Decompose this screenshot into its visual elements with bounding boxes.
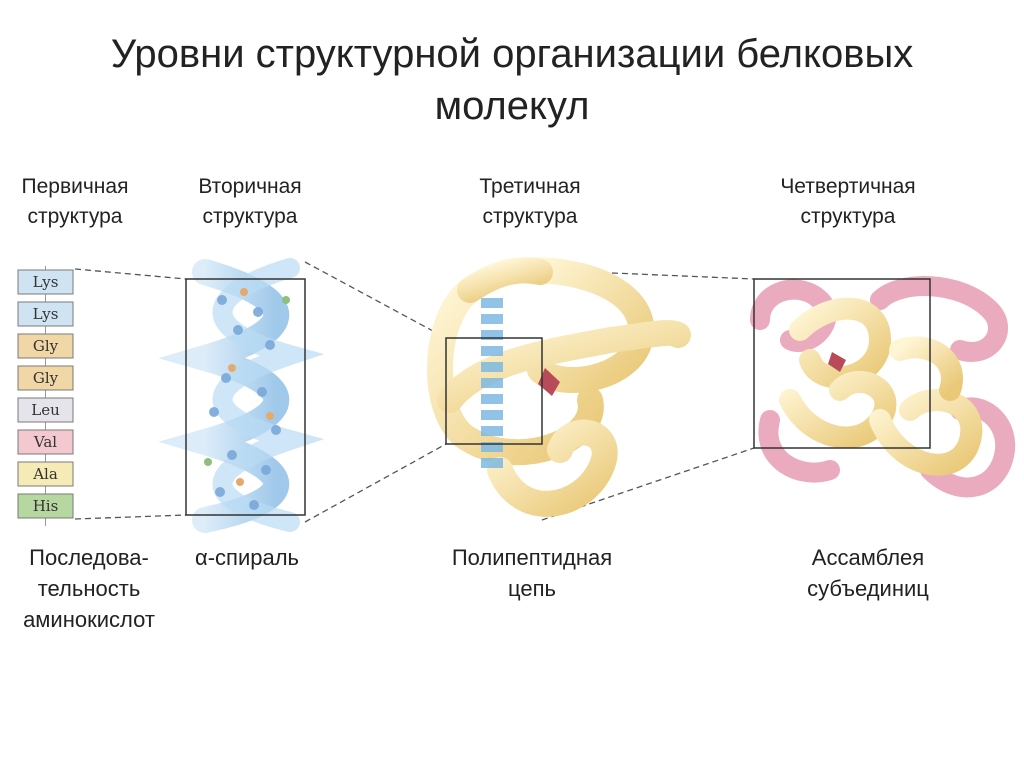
quaternary-assembly-illustration [750, 276, 1016, 498]
secondary-title-line-1: Вторичная [198, 175, 302, 198]
amino-acid-label: Leu [31, 401, 60, 419]
primary-caption-line-1: Последова- [29, 545, 149, 570]
amino-acid-label: Lys [33, 273, 59, 291]
quaternary-caption-line-2: субъединиц [807, 576, 929, 601]
amino-acid-box [17, 461, 74, 487]
page-title: Уровни структурной организации белковых … [20, 28, 1004, 132]
primary-caption: Последова- тельность аминокислот [0, 542, 178, 635]
tertiary-title-line-2: структура [482, 205, 578, 228]
amino-acid-label: Lys [33, 305, 59, 323]
zoom-connector-lines [74, 261, 755, 523]
amino-acid-label: Ala [32, 465, 58, 483]
primary-title-line-2: структура [27, 205, 123, 228]
quaternary-zoom-frame [753, 278, 931, 449]
tertiary-caption: Полипептидная цепь [422, 542, 642, 604]
secondary-caption-line-1: α-спираль [194, 545, 300, 570]
primary-title-line-1: Первичная [21, 175, 129, 198]
tertiary-caption-line-2: цепь [508, 576, 556, 601]
alpha-helix-illustration [158, 258, 325, 533]
amino-acid-label: Gly [33, 369, 59, 387]
amino-acid-box [17, 397, 74, 423]
amino-acid-box [17, 333, 74, 359]
amino-acid-box [17, 429, 74, 455]
amino-acid-box [17, 365, 74, 391]
primary-structure-title: Первичная структура [0, 172, 150, 232]
primary-caption-line-2: тельность [37, 576, 141, 601]
amino-acid-label: His [33, 497, 59, 515]
title-line-1: Уровни структурной организации белковых [110, 32, 914, 76]
amino-acid-box [17, 269, 74, 295]
secondary-structure-title: Вторичная структура [170, 172, 330, 232]
quaternary-title-line-1: Четвертичная [780, 175, 916, 198]
quaternary-caption: Ассамблея субъединиц [768, 542, 968, 604]
tertiary-structure-title: Третичная структура [440, 172, 620, 232]
helix-zoom-frame [185, 278, 306, 516]
primary-caption-line-3: аминокислот [23, 607, 155, 632]
tertiary-fold-illustration [427, 257, 691, 517]
tertiary-caption-line-1: Полипептидная [451, 545, 613, 570]
quaternary-structure-title: Четвертичная структура [748, 172, 948, 232]
title-line-2: молекул [434, 84, 590, 128]
quaternary-title-line-2: структура [800, 205, 896, 228]
amino-acid-label: Val [33, 433, 57, 451]
tertiary-title-line-1: Третичная [479, 175, 581, 198]
secondary-title-line-2: структура [202, 205, 298, 228]
secondary-caption: α-спираль [172, 542, 322, 573]
amino-acid-label: Gly [33, 337, 59, 355]
tertiary-zoom-frame [445, 337, 543, 445]
amino-acid-box [17, 493, 74, 519]
quaternary-caption-line-1: Ассамблея [811, 545, 925, 570]
amino-acid-box [17, 301, 74, 327]
